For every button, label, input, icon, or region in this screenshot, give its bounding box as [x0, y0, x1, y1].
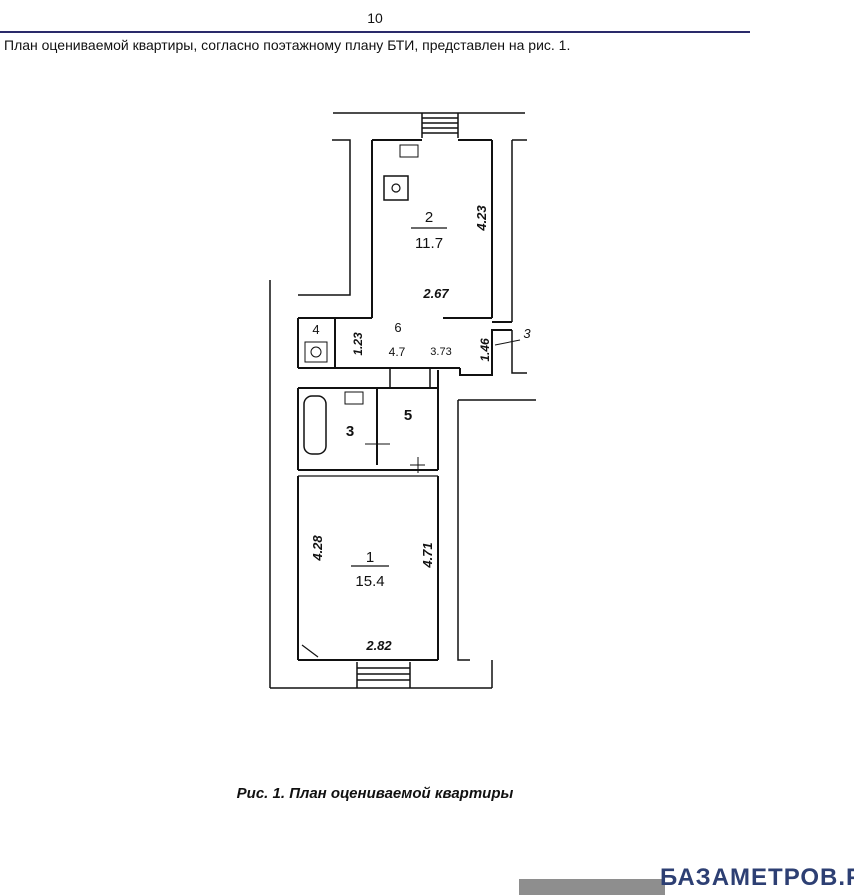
room-1-walls [297, 476, 439, 661]
room-5-number: 5 [404, 407, 412, 424]
outer-walls [269, 139, 536, 689]
dim-room1-left: 4.28 [310, 535, 325, 562]
dim-right-niche: 1.46 [478, 338, 492, 362]
dim-right-label: 3 [523, 326, 531, 341]
header-rule [0, 31, 750, 33]
room-6-number: 6 [394, 320, 401, 335]
bathtub-icon [303, 395, 327, 455]
bathroom-walls [297, 368, 439, 477]
bottom-stairs [356, 662, 411, 688]
hall-walls [297, 317, 512, 376]
figure-caption: Рис. 1. План оцениваемой квартиры [236, 785, 514, 802]
watermark-bar [519, 879, 665, 895]
intro-text: План оцениваемой квартиры, согласно поэт… [4, 37, 571, 53]
sink-icon [399, 144, 419, 158]
dim-room2-width: 2.67 [422, 286, 449, 301]
room-3-number: 3 [346, 423, 354, 440]
room-2-walls [371, 139, 493, 319]
room-4-number: 4 [312, 322, 319, 337]
dim-hall-height: 1.23 [351, 332, 365, 356]
top-stairs [333, 112, 525, 138]
toilet-icon [304, 341, 328, 363]
room-1-number: 1 [366, 549, 374, 566]
room-6-area: 4.7 [389, 345, 406, 359]
room-2-number: 2 [425, 209, 433, 226]
dim-room2-height: 4.23 [474, 205, 489, 232]
room-2-area: 11.7 [415, 235, 443, 252]
page-number: 10 [367, 10, 383, 26]
dim-hall-width: 3.73 [430, 346, 451, 358]
watermark-logo: БАЗАМЕТРОВ.РУ [660, 864, 854, 891]
washbasin-icon [344, 391, 364, 405]
stove-icon [383, 175, 409, 201]
dim-room1-right: 4.71 [420, 542, 435, 568]
room-1-area: 15.4 [355, 573, 384, 590]
dim-room1-width: 2.82 [365, 638, 392, 653]
